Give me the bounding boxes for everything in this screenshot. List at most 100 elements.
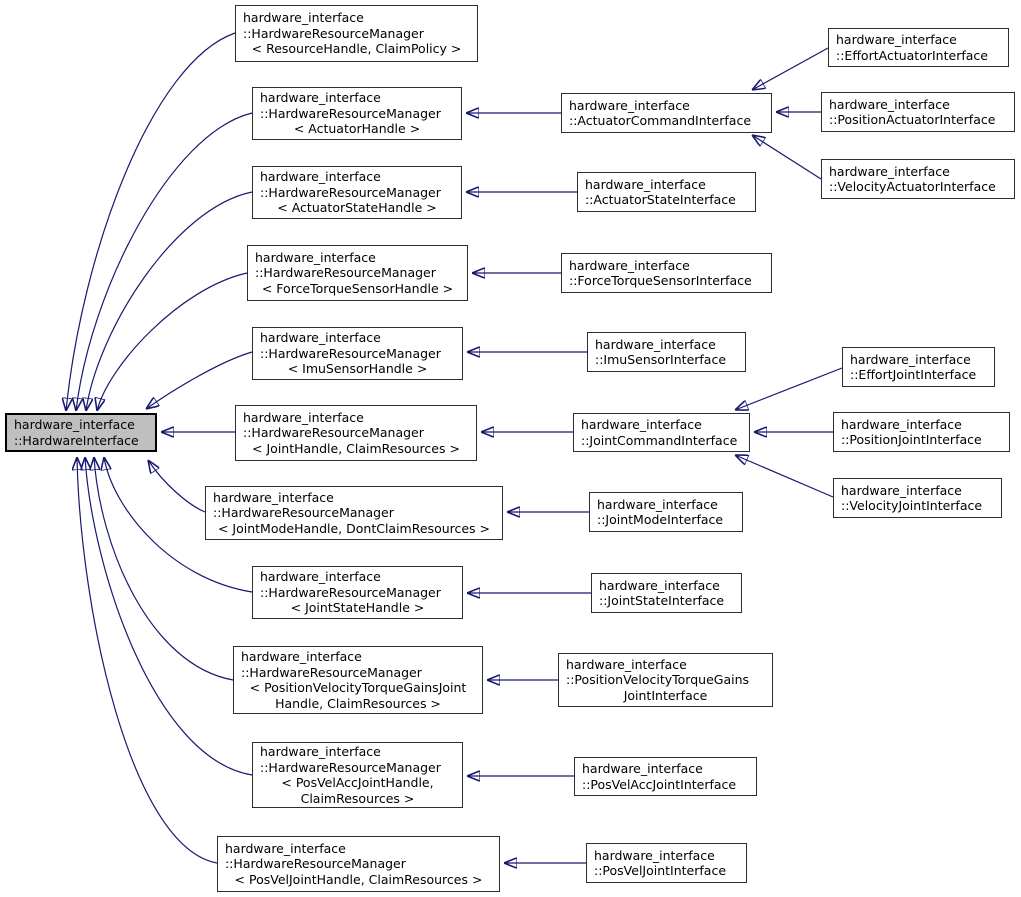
node-pos-vel-acc-joint-interface[interactable]: hardware_interface::PosVelAccJointInterf… bbox=[574, 757, 757, 796]
node-label-line: Handle, ClaimResources > bbox=[275, 695, 441, 711]
node-hrm-position-velocity-torque-gains-joint-handle[interactable]: hardware_interface::HardwareResourceMana… bbox=[233, 646, 483, 714]
node-joint-state-interface[interactable]: hardware_interface::JointStateInterface bbox=[591, 573, 742, 613]
node-velocity-joint-interface[interactable]: hardware_interface::VelocityJointInterfa… bbox=[833, 478, 1002, 518]
node-label-line: ::HardwareResourceManager bbox=[260, 345, 441, 361]
node-label-line: ::HardwareResourceManager bbox=[243, 425, 424, 441]
node-effort-actuator-interface[interactable]: hardware_interface::EffortActuatorInterf… bbox=[828, 28, 1009, 67]
node-label-line: hardware_interface bbox=[569, 257, 690, 273]
node-label-line: < ImuSensorHandle > bbox=[287, 361, 428, 377]
node-hrm-force-torque-sensor-handle[interactable]: hardware_interface::HardwareResourceMana… bbox=[247, 245, 468, 301]
edge-velocityjointinterface-to-jointcommandinterface bbox=[735, 455, 834, 498]
node-label-line: ::HardwareResourceManager bbox=[260, 584, 441, 600]
edge-hrm-jointmodehandle-to-hardwareinterface bbox=[148, 460, 206, 513]
node-label-line: ::HardwareResourceManager bbox=[260, 184, 441, 200]
node-hrm-imu-sensor-handle[interactable]: hardware_interface::HardwareResourceMana… bbox=[252, 327, 463, 380]
node-label-line: ::ActuatorStateInterface bbox=[585, 192, 736, 207]
node-label-line: hardware_interface bbox=[243, 409, 364, 425]
node-label-line: ::JointCommandInterface bbox=[581, 432, 738, 448]
node-label-line: ::HardwareResourceManager bbox=[241, 664, 422, 680]
node-label-line: hardware_interface bbox=[566, 656, 687, 672]
node-label-line: hardware_interface bbox=[582, 761, 703, 776]
node-label-line: hardware_interface bbox=[841, 416, 962, 432]
node-hardware-interface[interactable]: hardware_interface::HardwareInterface bbox=[5, 413, 157, 452]
node-hrm-resource-handle-claim-policy[interactable]: hardware_interface::HardwareResourceMana… bbox=[235, 5, 478, 62]
edge-hrm-posvelaccjointhandle-to-hardwareinterface bbox=[85, 457, 253, 776]
node-label-line: hardware_interface bbox=[829, 96, 950, 112]
node-label-line: hardware_interface bbox=[260, 330, 381, 346]
node-label-line: hardware_interface bbox=[241, 649, 362, 664]
node-label-line: hardware_interface bbox=[14, 417, 135, 432]
node-label-line: < JointStateHandle > bbox=[290, 600, 425, 616]
edge-effortjointinterface-to-jointcommandinterface bbox=[735, 367, 843, 410]
node-label-line: hardware_interface bbox=[836, 32, 957, 47]
node-hrm-pos-vel-acc-joint-handle[interactable]: hardware_interface::HardwareResourceMana… bbox=[252, 742, 463, 808]
node-label-line: hardware_interface bbox=[213, 489, 334, 505]
node-label-line: < PositionVelocityTorqueGainsJoint bbox=[249, 680, 467, 695]
node-pos-vel-joint-interface[interactable]: hardware_interface::PosVelJointInterface bbox=[586, 843, 747, 883]
node-hrm-pos-vel-joint-handle[interactable]: hardware_interface::HardwareResourceMana… bbox=[217, 836, 500, 892]
edge-hrm-imusensorhandle-to-hardwareinterface bbox=[146, 351, 253, 409]
node-label-line: ::HardwareResourceManager bbox=[243, 25, 424, 41]
node-effort-joint-interface[interactable]: hardware_interface::EffortJointInterface bbox=[842, 347, 995, 387]
node-position-joint-interface[interactable]: hardware_interface::PositionJointInterfa… bbox=[833, 412, 1010, 452]
node-label-line: hardware_interface bbox=[569, 97, 690, 113]
node-label-line: hardware_interface bbox=[260, 744, 381, 759]
node-actuator-state-interface[interactable]: hardware_interface::ActuatorStateInterfa… bbox=[577, 172, 756, 212]
node-label-line: ::VelocityJointInterface bbox=[841, 498, 983, 513]
node-label-line: < PosVelAccJointHandle, bbox=[281, 775, 434, 790]
node-velocity-actuator-interface[interactable]: hardware_interface::VelocityActuatorInte… bbox=[821, 159, 1015, 199]
node-hrm-joint-mode-handle-dont-claim-resources[interactable]: hardware_interface::HardwareResourceMana… bbox=[205, 486, 503, 540]
node-hrm-joint-handle-claim-resources[interactable]: hardware_interface::HardwareResourceMana… bbox=[235, 405, 477, 461]
node-label-line: hardware_interface bbox=[599, 577, 720, 593]
node-label-line: ::VelocityActuatorInterface bbox=[829, 179, 996, 194]
edge-hrm-forcetorquesensorhandle-to-hardwareinterface bbox=[97, 272, 248, 411]
node-label-line: < PosVelJointHandle, ClaimResources > bbox=[234, 871, 483, 887]
node-label-line: hardware_interface bbox=[850, 351, 971, 367]
node-label-line: ::HardwareResourceManager bbox=[260, 105, 441, 121]
node-position-actuator-interface[interactable]: hardware_interface::PositionActuatorInte… bbox=[821, 92, 1015, 132]
node-label-line: hardware_interface bbox=[225, 840, 346, 856]
node-label-line: ::HardwareResourceManager bbox=[255, 265, 436, 281]
edge-effortactuatorinterface-to-actuatorcommandinterface bbox=[752, 47, 829, 90]
node-label-line: ::HardwareResourceManager bbox=[260, 759, 441, 775]
node-hrm-actuator-handle[interactable]: hardware_interface::HardwareResourceMana… bbox=[252, 87, 462, 140]
node-label-line: ::JointModeInterface bbox=[597, 512, 724, 527]
node-label-line: ::PosVelAccJointInterface bbox=[582, 776, 737, 792]
node-label-line: hardware_interface bbox=[829, 163, 950, 179]
node-label-line: hardware_interface bbox=[594, 847, 715, 863]
node-label-line: < ResourceHandle, ClaimPolicy > bbox=[251, 41, 462, 57]
node-label-line: < JointHandle, ClaimResources > bbox=[252, 440, 460, 456]
node-label-line: < ForceTorqueSensorHandle > bbox=[261, 280, 454, 296]
node-label-line: hardware_interface bbox=[841, 482, 962, 498]
node-label-line: < ActuatorStateHandle > bbox=[277, 200, 437, 216]
node-imu-sensor-interface[interactable]: hardware_interface::ImuSensorInterface bbox=[587, 332, 746, 372]
node-label-line: ::PosVelJointInterface bbox=[594, 863, 727, 878]
node-label-line: ::EffortActuatorInterface bbox=[836, 47, 988, 63]
node-label-line: ::ForceTorqueSensorInterface bbox=[569, 273, 752, 288]
node-label-line: hardware_interface bbox=[243, 10, 364, 26]
node-label-line: hardware_interface bbox=[260, 569, 381, 585]
node-label-line: JointInterface bbox=[623, 687, 708, 703]
node-label-line: hardware_interface bbox=[597, 496, 718, 512]
node-label-line: hardware_interface bbox=[585, 176, 706, 192]
node-label-line: ::PositionVelocityTorqueGains bbox=[566, 672, 750, 688]
edge-velocityactuatorinterface-to-actuatorcommandinterface bbox=[752, 135, 822, 180]
node-hrm-actuator-state-handle[interactable]: hardware_interface::HardwareResourceMana… bbox=[252, 166, 462, 219]
node-label-line: ::ImuSensorInterface bbox=[595, 352, 727, 367]
edge-hrm-pvtgjointhandle-to-hardwareinterface bbox=[94, 457, 234, 681]
edge-hrm-actuatorhandle-to-hardwareinterface bbox=[76, 112, 253, 411]
edge-hrm-posveljointhandle-to-hardwareinterface bbox=[77, 457, 218, 864]
node-label-line: ::HardwareResourceManager bbox=[225, 856, 406, 872]
node-actuator-command-interface[interactable]: hardware_interface::ActuatorCommandInter… bbox=[561, 93, 772, 133]
node-position-velocity-torque-gains-joint-interface[interactable]: hardware_interface::PositionVelocityTorq… bbox=[558, 653, 773, 707]
node-hrm-joint-state-handle[interactable]: hardware_interface::HardwareResourceMana… bbox=[252, 566, 463, 619]
node-label-line: ::PositionActuatorInterface bbox=[829, 112, 996, 127]
node-joint-mode-interface[interactable]: hardware_interface::JointModeInterface bbox=[589, 492, 743, 532]
edge-hrm-resource-claimpolicy-to-hardwareinterface bbox=[66, 32, 236, 411]
node-force-torque-sensor-interface[interactable]: hardware_interface::ForceTorqueSensorInt… bbox=[561, 253, 772, 293]
node-label-line: hardware_interface bbox=[255, 249, 376, 265]
node-label-line: ::HardwareResourceManager bbox=[213, 505, 394, 521]
node-joint-command-interface[interactable]: hardware_interface::JointCommandInterfac… bbox=[573, 413, 750, 452]
